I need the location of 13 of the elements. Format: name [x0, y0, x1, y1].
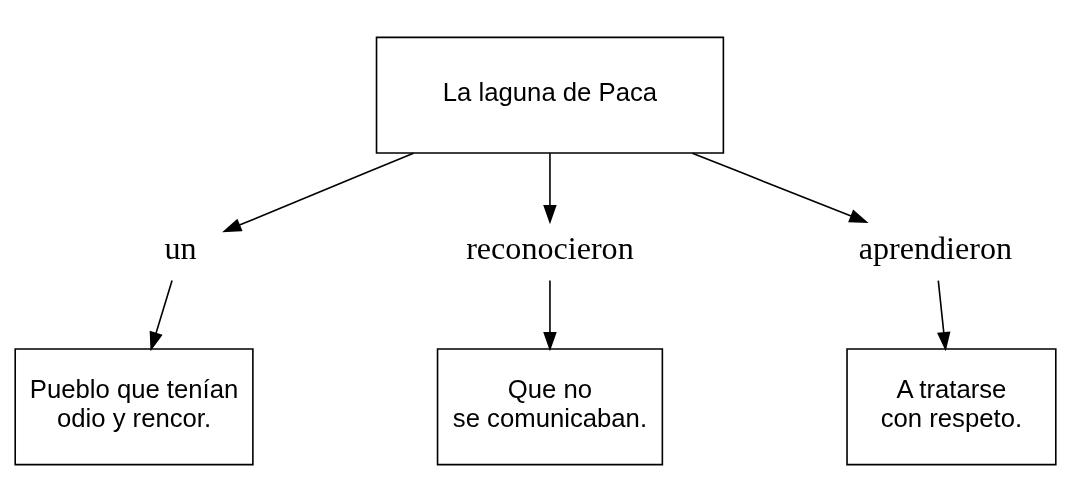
- arrow: [149, 279, 173, 352]
- node-box: A tratarse con respeto.: [846, 348, 1057, 466]
- arrow: [543, 279, 557, 352]
- node-text: reconocieron: [466, 230, 634, 267]
- arrow: [691, 152, 869, 223]
- node-text: un: [164, 230, 197, 267]
- node-text: aprendieron: [858, 230, 1013, 267]
- arrow: [937, 279, 951, 352]
- node-box: La laguna de Paca: [375, 36, 725, 154]
- node-box: Que no se comunicaban.: [436, 348, 664, 466]
- node-box: Pueblo que tenían odio y rencor.: [14, 348, 254, 466]
- arrow: [222, 152, 415, 233]
- arrow: [543, 152, 557, 225]
